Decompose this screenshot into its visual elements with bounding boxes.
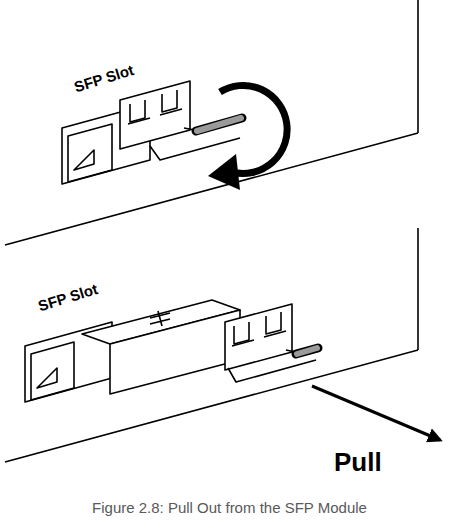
module-latch — [128, 109, 182, 124]
module-marking — [150, 311, 170, 326]
rotate-arrowhead — [208, 154, 240, 190]
module-latch — [232, 331, 286, 346]
slot-cage — [31, 342, 74, 400]
slot-symbol — [74, 150, 94, 170]
slot-symbol — [37, 368, 57, 388]
bail-handle — [197, 118, 241, 131]
pull-arrow — [312, 386, 440, 440]
bail-handle — [196, 118, 242, 131]
slot-cage — [68, 124, 112, 182]
module-latch — [130, 90, 177, 122]
module-side — [110, 310, 240, 394]
slot-label: SFP Slot — [36, 280, 100, 314]
panel-edge — [417, 228, 419, 350]
action-label: Pull — [334, 447, 382, 478]
bail-handle — [296, 348, 318, 354]
figure-caption: Figure 2.8: Pull Out from the SFP Module — [0, 499, 459, 516]
panel-edge — [417, 0, 419, 133]
sfp-module — [120, 81, 190, 149]
module-latch — [234, 312, 281, 344]
bail-handle — [297, 348, 317, 354]
slot-label: SFP Slot — [72, 61, 136, 95]
sfp-module — [225, 304, 292, 370]
